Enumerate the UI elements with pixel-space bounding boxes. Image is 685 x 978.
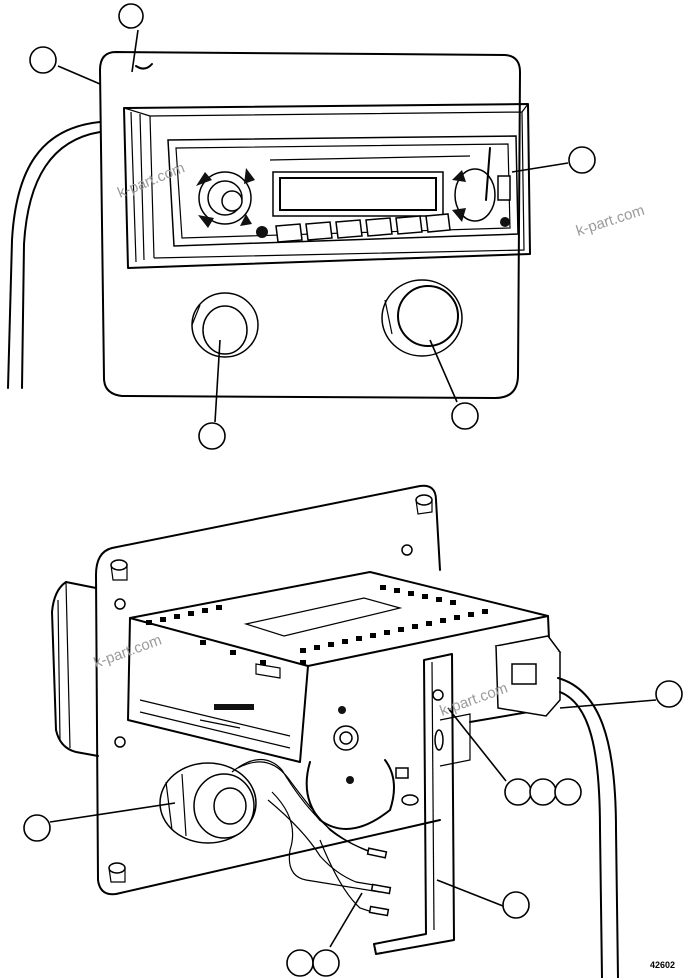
speaker <box>159 762 257 844</box>
watermark-text: k-part.com <box>92 632 164 672</box>
callout-bubble <box>529 778 557 806</box>
callout-bubble <box>286 949 314 977</box>
radio-preset-buttons <box>256 213 451 243</box>
callout-bubble <box>554 778 582 806</box>
callout-bubble <box>504 778 532 806</box>
callout-bubble <box>23 814 51 842</box>
callout-bubble <box>312 949 340 977</box>
left-control-knob <box>191 292 259 358</box>
callout-leaders <box>49 29 657 948</box>
callout-bubble <box>655 680 683 708</box>
callout-bubble <box>451 402 479 430</box>
callout-bubble <box>198 422 226 450</box>
right-control-knob <box>381 279 463 357</box>
bottom-rear-assembly <box>51 484 619 978</box>
callout-bubble <box>29 46 57 74</box>
mounting-panel-front <box>99 51 521 399</box>
panel-studs <box>108 494 433 883</box>
callout-bubbles <box>23 3 683 977</box>
watermark-text: k-part.com <box>574 202 647 240</box>
radio-chassis <box>127 571 553 763</box>
rear-bracket <box>373 653 471 955</box>
antenna-cable-top <box>7 121 101 389</box>
mounting-panel-rear <box>95 484 441 896</box>
antenna-connector <box>494 635 562 717</box>
antenna-cable-rear <box>557 677 619 978</box>
radio-tuner-knob <box>452 147 511 227</box>
radio-bezel <box>123 103 531 269</box>
callout-bubble <box>118 3 144 29</box>
speaker-wires <box>231 758 392 917</box>
callout-bubble <box>568 146 596 174</box>
drawing-number: 42602 <box>649 960 675 970</box>
top-radio-panel-assembly <box>7 51 531 399</box>
radio-volume-knob <box>196 168 255 228</box>
callout-bubble <box>502 891 530 919</box>
